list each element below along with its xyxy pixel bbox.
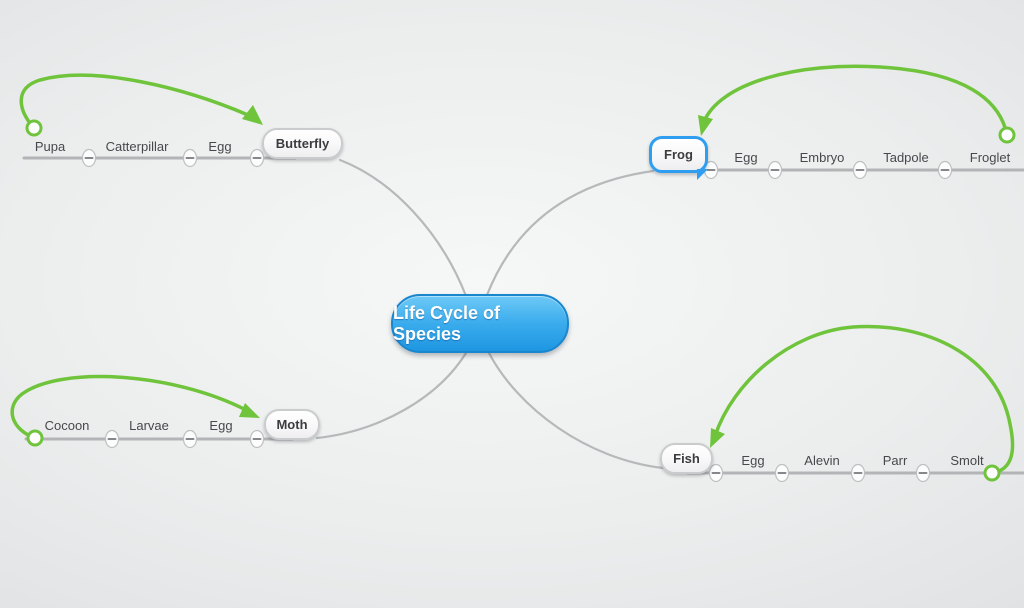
collapse-minus-icon[interactable] [850, 463, 866, 483]
collapse-minus-icon[interactable] [81, 148, 97, 168]
stage-label-cocoon[interactable]: Cocoon [44, 418, 90, 433]
collapse-buttons [81, 148, 953, 483]
triangle-arrowhead-icon [242, 105, 263, 125]
collapse-minus-icon[interactable] [852, 160, 868, 180]
collapse-minus-icon[interactable] [767, 160, 783, 180]
circle-handle-icon[interactable] [983, 464, 1001, 482]
stage-label-embryo[interactable]: Embryo [799, 150, 845, 165]
collapse-minus-icon[interactable] [104, 429, 120, 449]
triangle-arrowhead-icon [239, 403, 260, 418]
connector-curve-fish [487, 351, 665, 470]
triangle-arrowhead-icon [710, 428, 725, 448]
branch-node-label: Moth [276, 417, 308, 432]
circle-handle-icon[interactable] [998, 126, 1016, 144]
connector-curve-frog [485, 169, 655, 297]
branch-node-fish[interactable]: Fish [660, 443, 713, 474]
circle-handle-icon[interactable] [25, 119, 43, 137]
collapse-minus-icon[interactable] [774, 463, 790, 483]
triangle-arrowhead-icon [698, 115, 713, 136]
relationship-arrow-butterfly[interactable] [19, 73, 263, 137]
connector-curve-moth [315, 351, 468, 440]
collapse-minus-icon[interactable] [182, 429, 198, 449]
stage-label-egg[interactable]: Egg [209, 418, 233, 433]
branch-node-label: Fish [673, 451, 700, 466]
stage-label-parr[interactable]: Parr [882, 453, 908, 468]
branch-node-frog[interactable]: Frog [649, 136, 708, 180]
stage-label-larvae[interactable]: Larvae [129, 418, 169, 433]
collapse-minus-icon[interactable] [182, 148, 198, 168]
relationship-arrow-frog[interactable] [698, 64, 1016, 144]
root-node-label: Life Cycle of Species [393, 302, 501, 344]
root-node[interactable]: Life Cycle of Species [391, 294, 569, 353]
connector-curve-butterfly [338, 158, 468, 298]
stage-label-tadpole[interactable]: Tadpole [883, 150, 929, 165]
branch-node-butterfly[interactable]: Butterfly [262, 128, 343, 159]
circle-handle-icon[interactable] [26, 429, 44, 447]
relationship-arrow-fish[interactable] [710, 324, 1015, 482]
branch-node-moth[interactable]: Moth [264, 409, 320, 440]
stage-label-egg[interactable]: Egg [208, 139, 232, 154]
collapse-minus-icon[interactable] [249, 148, 265, 168]
branch-node-label: Frog [664, 147, 693, 162]
stage-label-catterpillar[interactable]: Catterpillar [105, 139, 169, 154]
stage-label-froglet[interactable]: Froglet [969, 150, 1011, 165]
stage-label-smolt[interactable]: Smolt [950, 453, 984, 468]
collapse-minus-icon[interactable] [708, 463, 724, 483]
collapse-minus-icon[interactable] [915, 463, 931, 483]
stage-label-egg[interactable]: Egg [734, 150, 758, 165]
selection-drag-handle-icon[interactable] [697, 169, 708, 180]
stage-label-pupa[interactable]: Pupa [34, 139, 66, 154]
relationship-arrow-moth[interactable] [10, 374, 260, 447]
stage-label-egg[interactable]: Egg [741, 453, 765, 468]
stage-label-alevin[interactable]: Alevin [804, 453, 840, 468]
branch-node-label: Butterfly [275, 136, 330, 151]
collapse-minus-icon[interactable] [249, 429, 265, 449]
collapse-minus-icon[interactable] [937, 160, 953, 180]
